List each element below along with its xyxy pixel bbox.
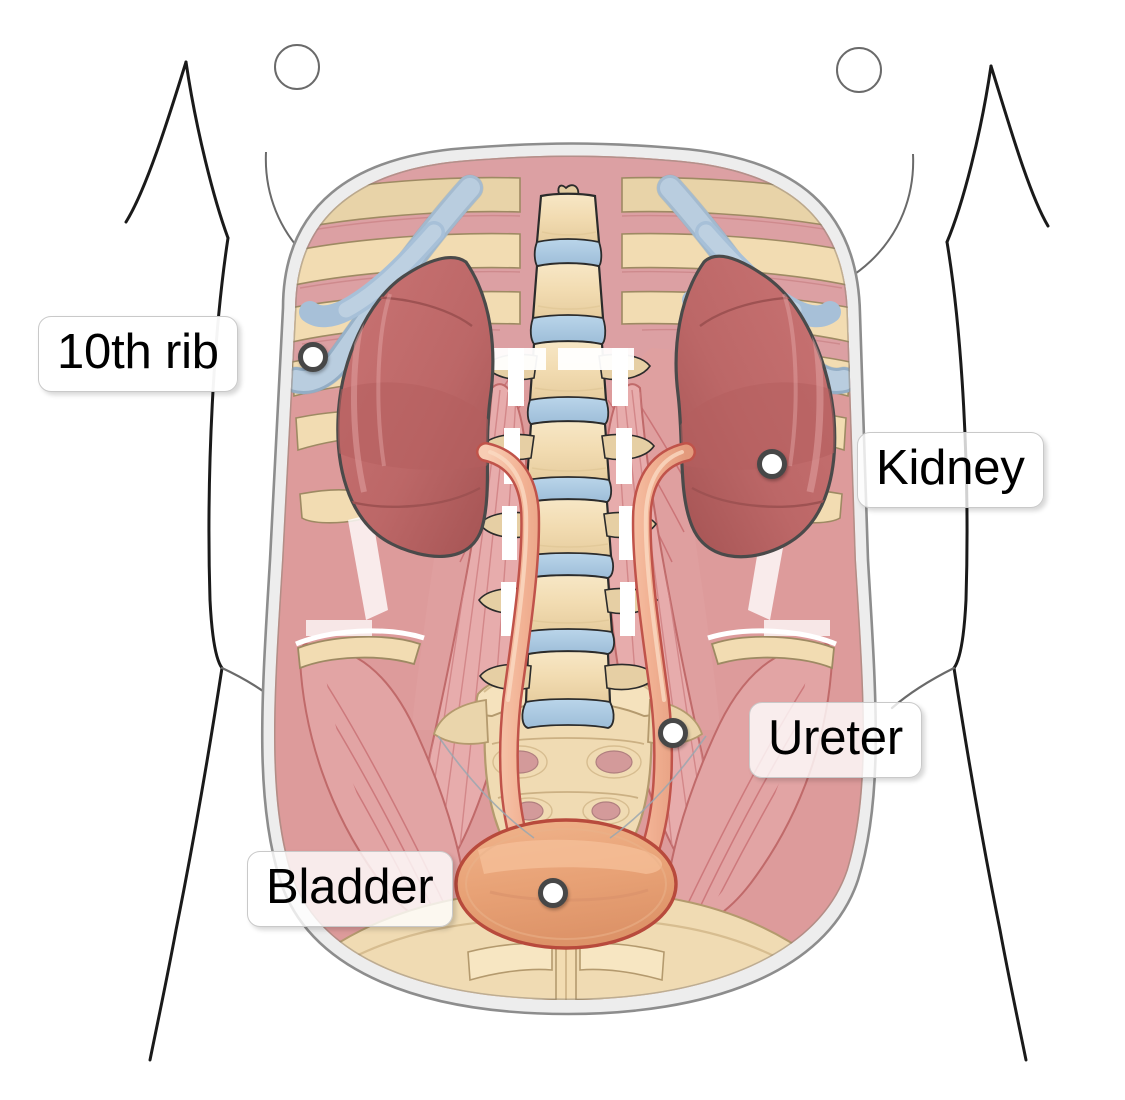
label-bladder[interactable]: Bladder [247, 851, 453, 927]
urinary-bladder [454, 818, 678, 950]
kidney-left [336, 256, 495, 558]
nipple-left [274, 44, 320, 90]
label-kidney[interactable]: Kidney [857, 432, 1044, 508]
label-kidney-text: Kidney [876, 440, 1025, 495]
label-10th-rib[interactable]: 10th rib [38, 316, 238, 392]
label-bladder-text: Bladder [266, 859, 434, 914]
marker-10th-rib[interactable] [298, 342, 328, 372]
label-10th-rib-text: 10th rib [57, 324, 219, 379]
nipple-right [836, 47, 882, 93]
marker-bladder[interactable] [538, 878, 568, 908]
label-ureter-text: Ureter [768, 710, 903, 765]
abdominal-cavity [260, 142, 878, 1016]
label-ureter[interactable]: Ureter [749, 702, 922, 778]
marker-ureter[interactable] [658, 718, 688, 748]
kidney-right [674, 254, 837, 559]
marker-kidney[interactable] [757, 449, 787, 479]
